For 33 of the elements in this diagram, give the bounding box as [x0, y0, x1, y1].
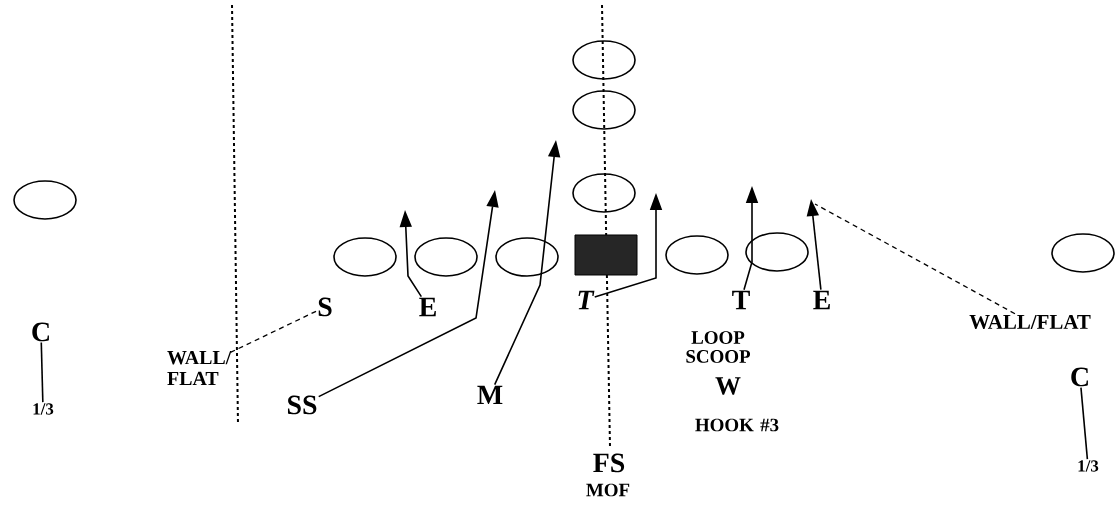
player-label: 1/3: [33, 403, 54, 415]
oval-symbol: [572, 173, 636, 213]
oval-symbol: [572, 90, 636, 130]
oval-symbol: [495, 237, 559, 277]
player-label: C: [1071, 367, 1088, 387]
player-label: WALL/FLAT: [969, 314, 1091, 330]
player-label: FS: [593, 453, 625, 473]
player-label: M: [477, 385, 503, 405]
oval-symbol: [572, 40, 636, 80]
connector-line: [1080, 386, 1089, 460]
oval-symbol: [414, 237, 478, 277]
center-block: [574, 234, 638, 276]
oval-symbol: [13, 180, 77, 220]
connector-line: [229, 310, 317, 354]
player-label: WALL/ FLAT: [167, 350, 232, 386]
player-label: E: [813, 290, 830, 310]
oval-symbol: [745, 232, 809, 272]
assignment-label: HOOK #3: [695, 418, 779, 432]
oval-symbol: [333, 237, 397, 277]
player-label: T: [578, 290, 595, 310]
player-label: W: [715, 377, 741, 395]
oval-symbol: [665, 235, 729, 275]
player-label: SS: [288, 395, 317, 415]
player-label: T: [732, 290, 750, 310]
oval-symbol: [1051, 233, 1115, 273]
player-label: 1/3: [1078, 460, 1099, 472]
player-label: E: [419, 297, 436, 317]
connector-line: [40, 341, 44, 403]
assignment-label: LOOP SCOOP: [686, 331, 751, 363]
connector-line: [814, 203, 1016, 315]
assignment-label: MOF: [586, 483, 630, 497]
player-label: S: [318, 297, 332, 317]
player-label: C: [32, 322, 49, 342]
